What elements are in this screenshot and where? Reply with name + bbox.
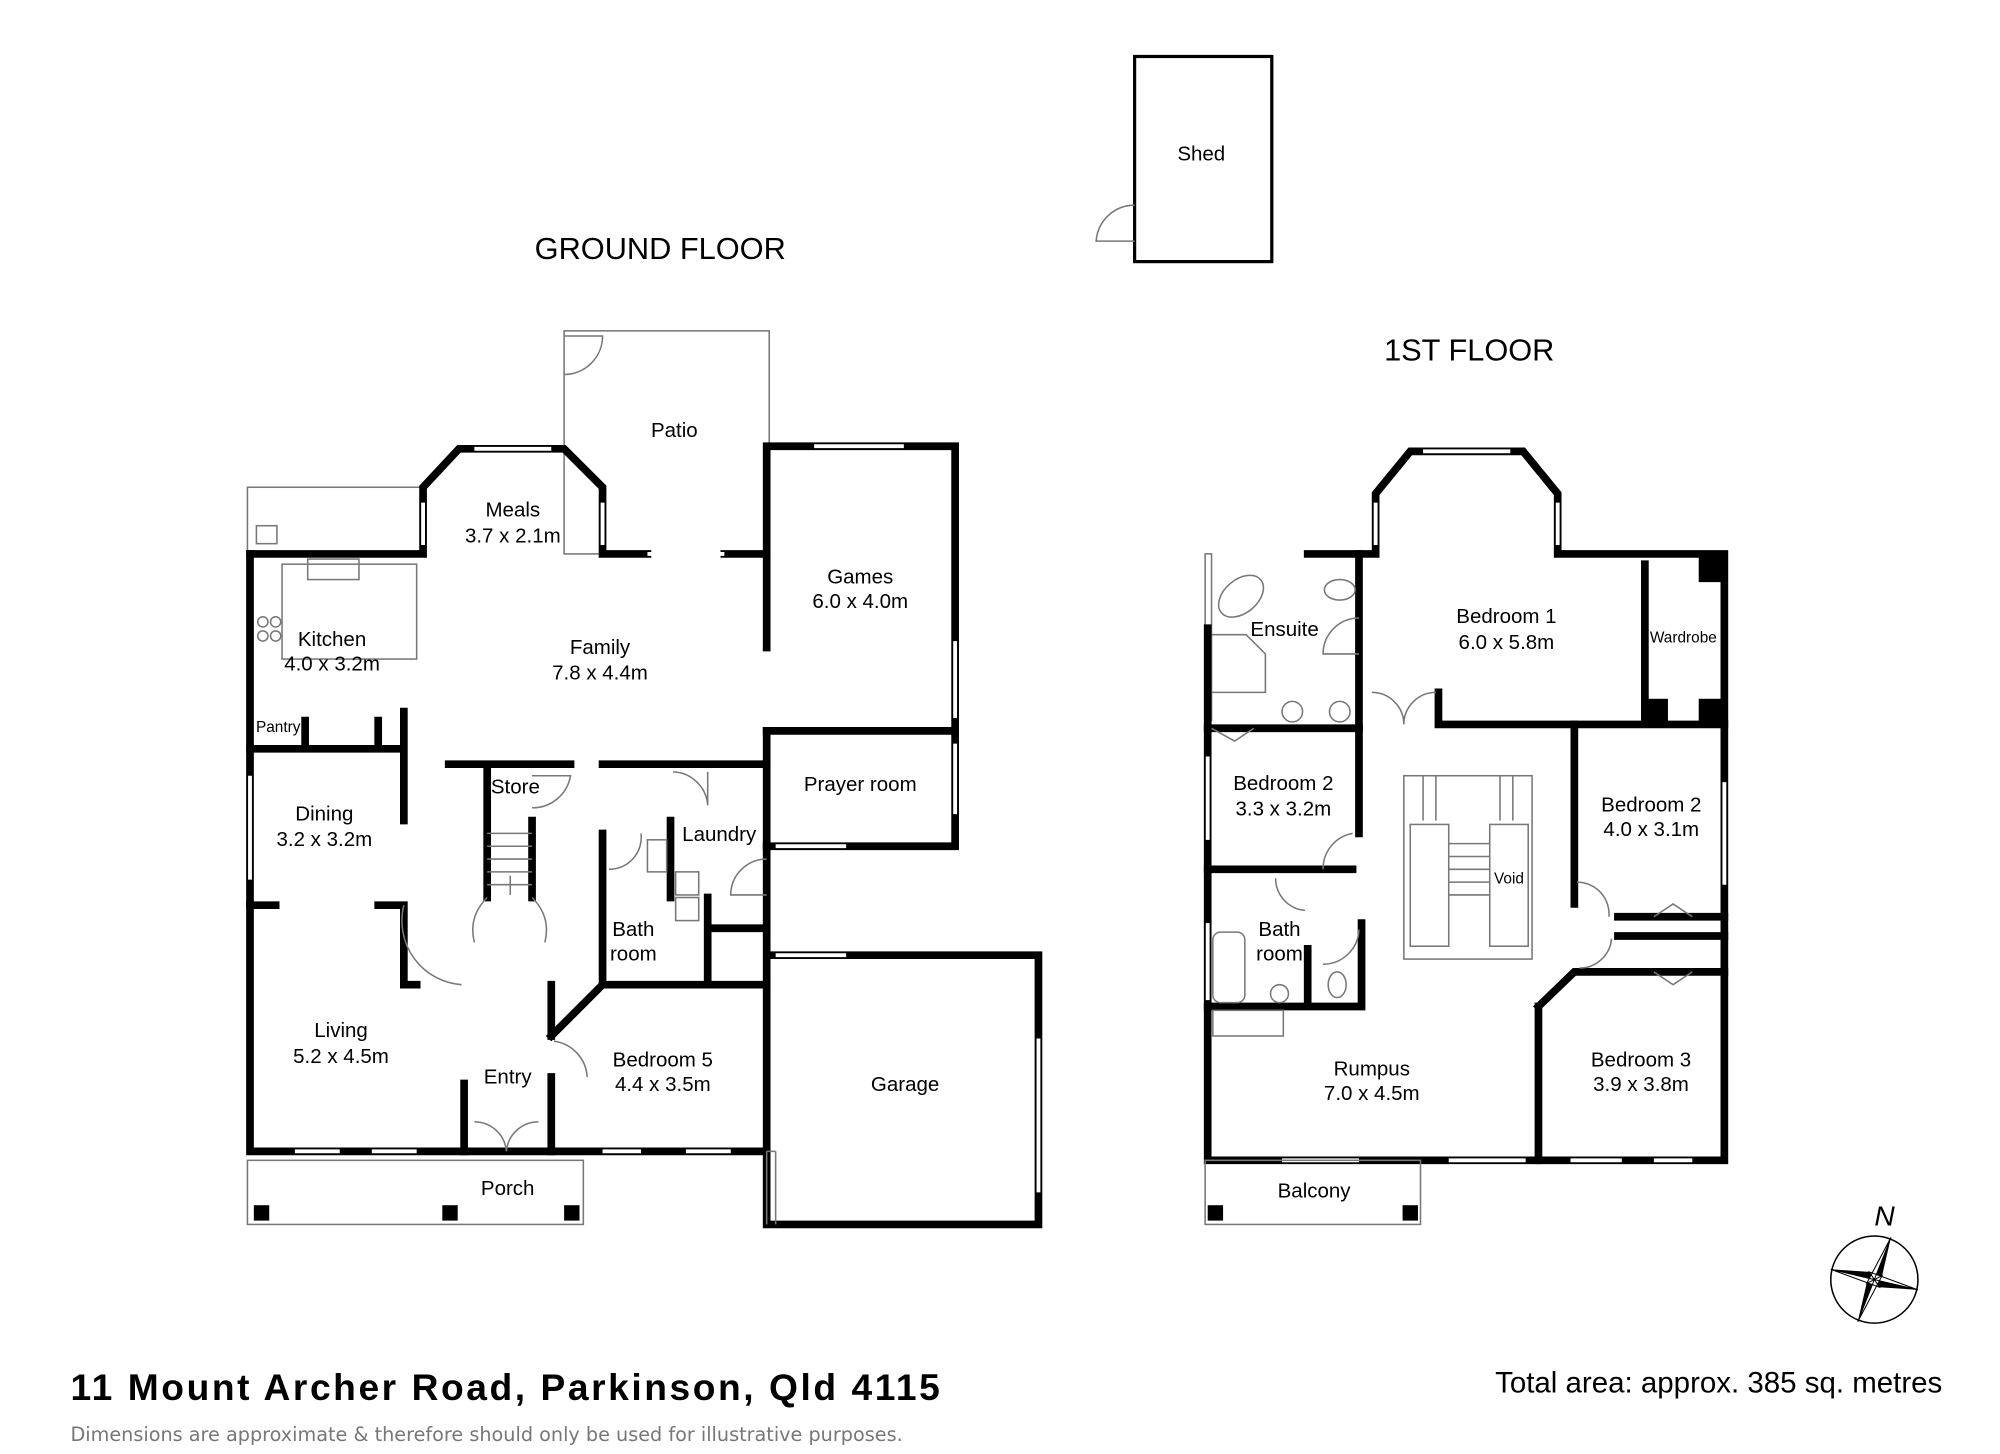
bedroom3-label: Bedroom 3 xyxy=(1591,1049,1691,1072)
meals-size: 3.7 x 2.1m xyxy=(465,524,561,547)
bedroom1-size: 6.0 x 5.8m xyxy=(1459,631,1555,654)
total-area: Total area: approx. 385 sq. metres xyxy=(1495,1366,1942,1399)
balcony-label: Balcony xyxy=(1278,1180,1352,1203)
living-label: Living xyxy=(314,1019,368,1042)
family-size: 7.8 x 4.4m xyxy=(552,662,648,685)
dining-label: Dining xyxy=(295,803,353,826)
bedroom2-left-size: 3.3 x 3.2m xyxy=(1235,797,1331,820)
first-floor-title: 1ST FLOOR xyxy=(1384,332,1554,367)
shed-label: Shed xyxy=(1177,142,1225,165)
bedroom2-right-label: Bedroom 2 xyxy=(1601,794,1701,817)
games-label: Games xyxy=(827,565,893,588)
entry-label: Entry xyxy=(484,1065,533,1088)
ensuite-label: Ensuite xyxy=(1250,618,1318,641)
bedroom1-label: Bedroom 1 xyxy=(1456,605,1556,628)
shed: Shed xyxy=(1095,54,1274,264)
bedroom5-size: 4.4 x 3.5m xyxy=(615,1073,711,1096)
store-label: Store xyxy=(491,776,540,799)
bedroom2-right-size: 4.0 x 3.1m xyxy=(1603,818,1699,841)
bedroom2-left-label: Bedroom 2 xyxy=(1233,772,1333,795)
living-size: 5.2 x 4.5m xyxy=(293,1045,389,1068)
meals-label: Meals xyxy=(485,499,540,522)
rumpus-label: Rumpus xyxy=(1334,1058,1410,1081)
patio-label: Patio xyxy=(651,419,698,442)
games-size: 6.0 x 4.0m xyxy=(812,590,908,613)
dining-size: 3.2 x 3.2m xyxy=(276,828,372,851)
bedroom3-size: 3.9 x 3.8m xyxy=(1593,1073,1689,1096)
first-floor-plan: Ensuite Bedroom 1 6.0 x 5.8m Wardrobe Be… xyxy=(1203,447,1729,1226)
bathroom-label-1: Bath xyxy=(612,918,654,941)
ground-floor-plan: Patio Meals 3.7 x 2.1m Games 6.0 x 4.0m … xyxy=(246,330,1043,1229)
property-address: 11 Mount Archer Road, Parkinson, Qld 411… xyxy=(71,1366,943,1408)
bathroom-1f-label-1: Bath xyxy=(1258,918,1300,941)
family-label: Family xyxy=(570,636,631,659)
compass-north-label: N xyxy=(1874,1200,1895,1232)
bathroom-1f-label-2: room xyxy=(1256,942,1303,965)
wardrobe-label: Wardrobe xyxy=(1650,629,1717,646)
laundry-label: Laundry xyxy=(682,823,757,846)
prayer-room-label: Prayer room xyxy=(804,773,917,796)
bedroom5-label: Bedroom 5 xyxy=(613,1049,713,1072)
kitchen-size: 4.0 x 3.2m xyxy=(284,653,380,676)
void-label: Void xyxy=(1494,870,1524,887)
kitchen-label: Kitchen xyxy=(298,628,366,651)
rumpus-size: 7.0 x 4.5m xyxy=(1324,1082,1420,1105)
bathroom-label-2: room xyxy=(610,942,657,965)
pantry-label: Pantry xyxy=(256,719,301,736)
ground-floor-title: GROUND FLOOR xyxy=(535,231,786,266)
porch-label: Porch xyxy=(481,1177,535,1200)
disclaimer: Dimensions are approximate & therefore s… xyxy=(71,1423,903,1446)
compass-icon: N xyxy=(1830,1200,1919,1324)
garage-label: Garage xyxy=(871,1073,939,1096)
